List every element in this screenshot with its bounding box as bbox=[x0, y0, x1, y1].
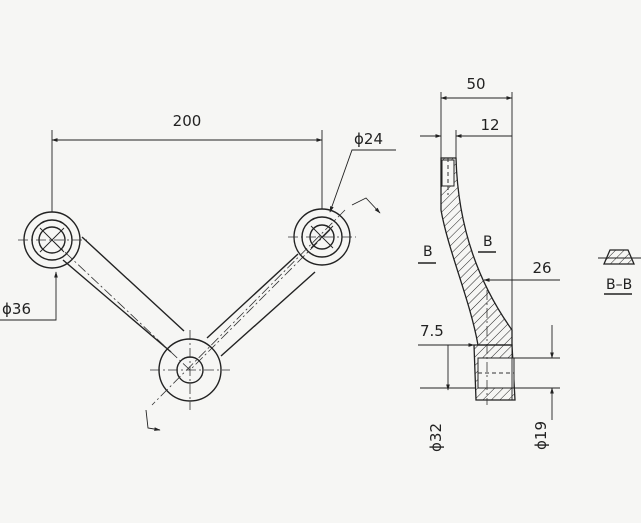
center-boss bbox=[150, 330, 230, 410]
front-view: 200 ϕ24 ϕ36 bbox=[0, 112, 396, 431]
section-marker-left: B bbox=[423, 244, 433, 260]
top-offset-dimension: 12 bbox=[420, 116, 512, 158]
boss-dia-callout: ϕ36 bbox=[0, 271, 58, 321]
left-arm bbox=[51, 236, 191, 371]
left-boss bbox=[18, 211, 88, 269]
span-label: 200 bbox=[173, 112, 202, 130]
boss-dia-label: ϕ36 bbox=[2, 300, 31, 318]
section-label: B–B bbox=[606, 277, 632, 293]
height-dimension: 50 bbox=[440, 75, 513, 100]
right-arm bbox=[189, 229, 331, 371]
right-boss bbox=[288, 208, 356, 266]
side-view: 50 12 B B 26 7.5 ϕ32 bbox=[418, 75, 560, 452]
step-dimension: 7.5 bbox=[418, 322, 475, 347]
hole-dia-label: ϕ24 bbox=[354, 130, 383, 148]
step-label: 7.5 bbox=[420, 322, 444, 340]
arm-depth-label: 26 bbox=[532, 259, 551, 277]
section-bb: B–B bbox=[598, 249, 641, 295]
section-marker-right: B bbox=[483, 234, 493, 250]
height-label: 50 bbox=[466, 75, 485, 93]
bore-dia-dimension: ϕ19 bbox=[514, 325, 560, 450]
bore-dia-label: ϕ19 bbox=[532, 421, 550, 450]
span-dimension: 200 bbox=[51, 112, 323, 212]
hole-dia-callout: ϕ24 bbox=[329, 130, 396, 213]
arm-depth-dimension: 26 bbox=[483, 259, 560, 282]
base-dia-dimension: ϕ32 bbox=[420, 345, 476, 452]
section-cut-line bbox=[145, 197, 381, 431]
base-dia-label: ϕ32 bbox=[427, 423, 445, 452]
top-offset-label: 12 bbox=[480, 116, 499, 134]
